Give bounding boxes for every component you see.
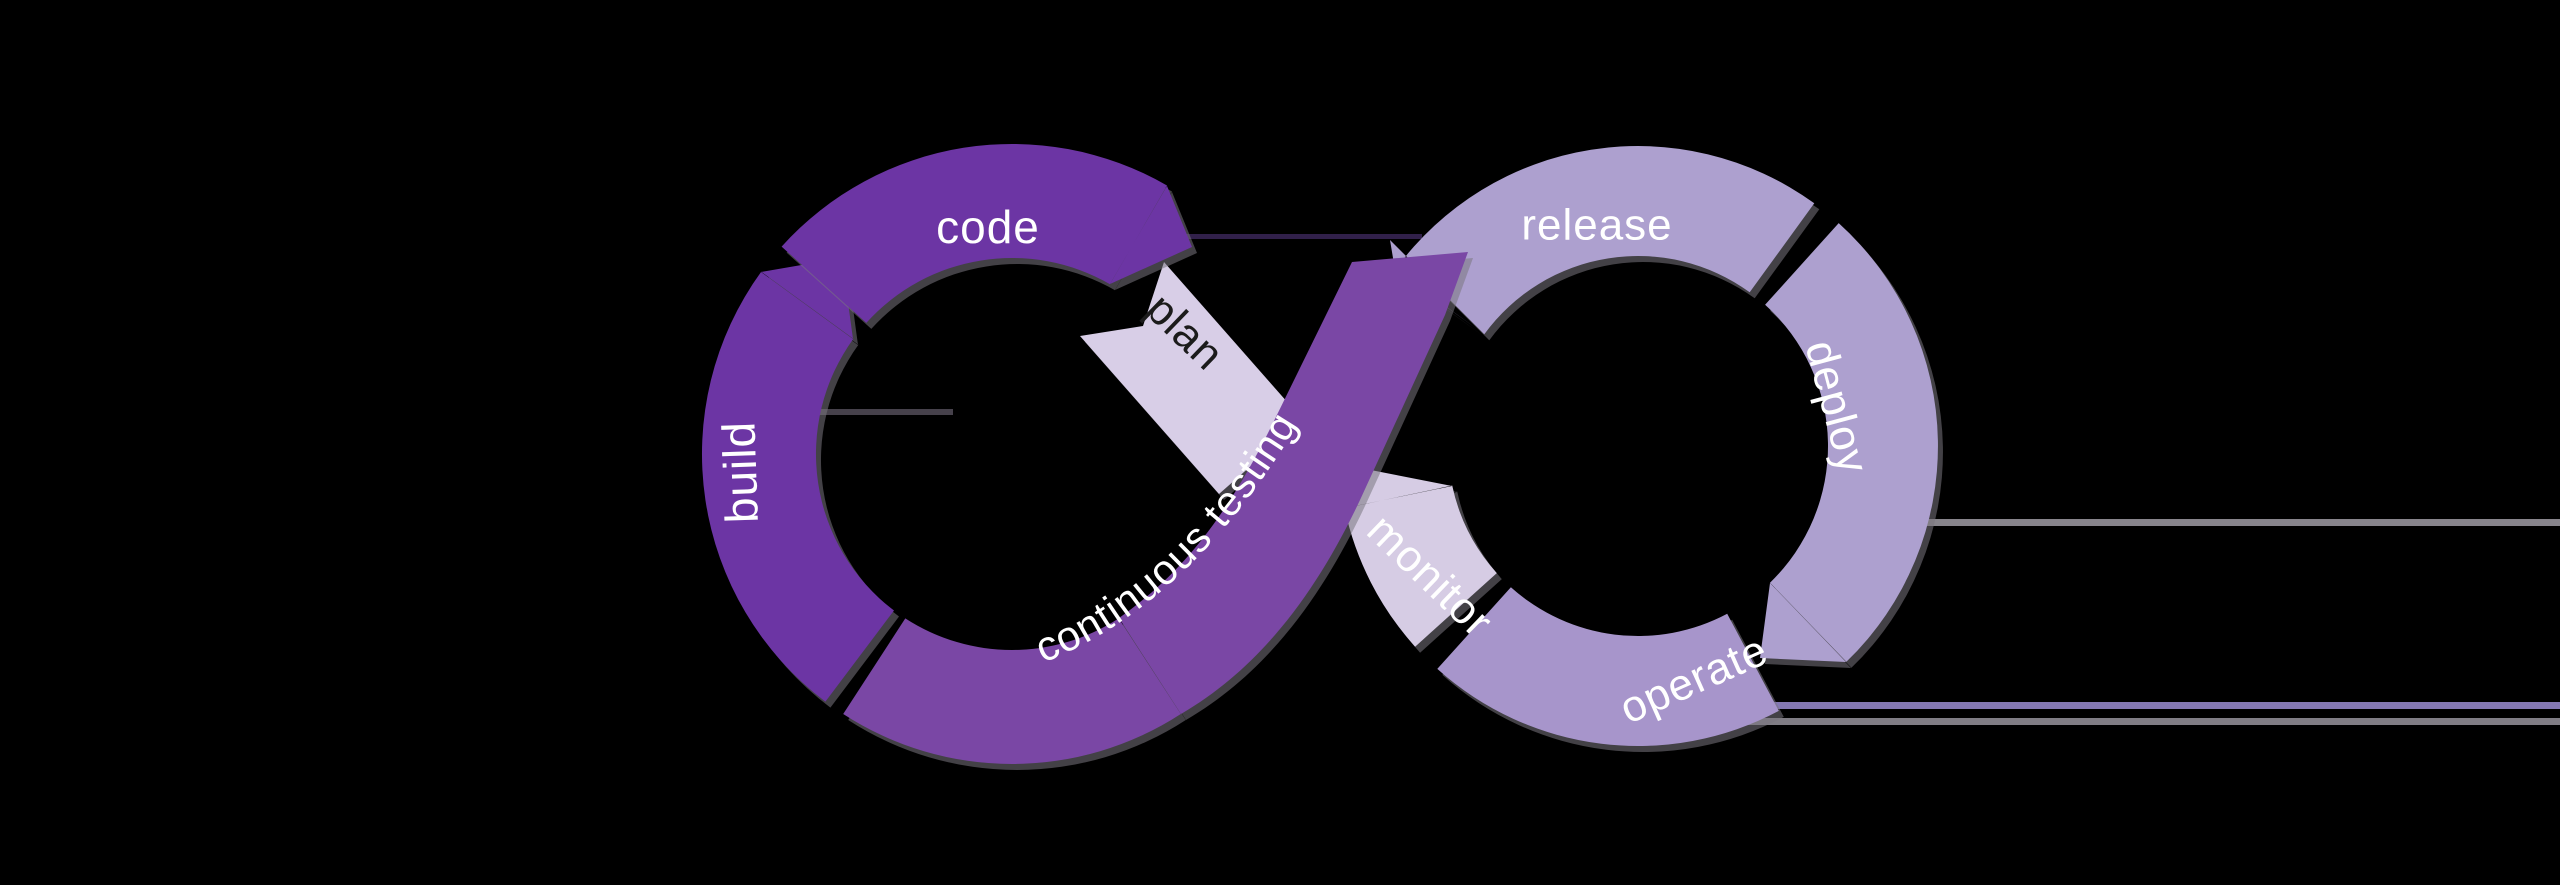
loop-segments [701,143,1938,764]
crossing-line [1150,234,1422,239]
segment-code [781,143,1192,323]
bottom-purple-line [1723,702,2560,709]
segment-plan [1080,262,1303,494]
segment-release [1390,146,1815,335]
label-release: release [1521,201,1672,250]
inner-left-line [805,409,953,415]
right-gray-line [1870,519,2560,526]
segment-monitor [1330,462,1497,647]
reference-lines [805,234,2560,725]
segment-continuous-testing [843,252,1468,764]
label-build: build [712,420,768,524]
bottom-gray-line [1682,718,2560,725]
segment-deploy [1760,223,1938,662]
segment-build [701,258,894,702]
segment-operate [1437,587,1779,746]
label-code: code [936,201,1040,253]
